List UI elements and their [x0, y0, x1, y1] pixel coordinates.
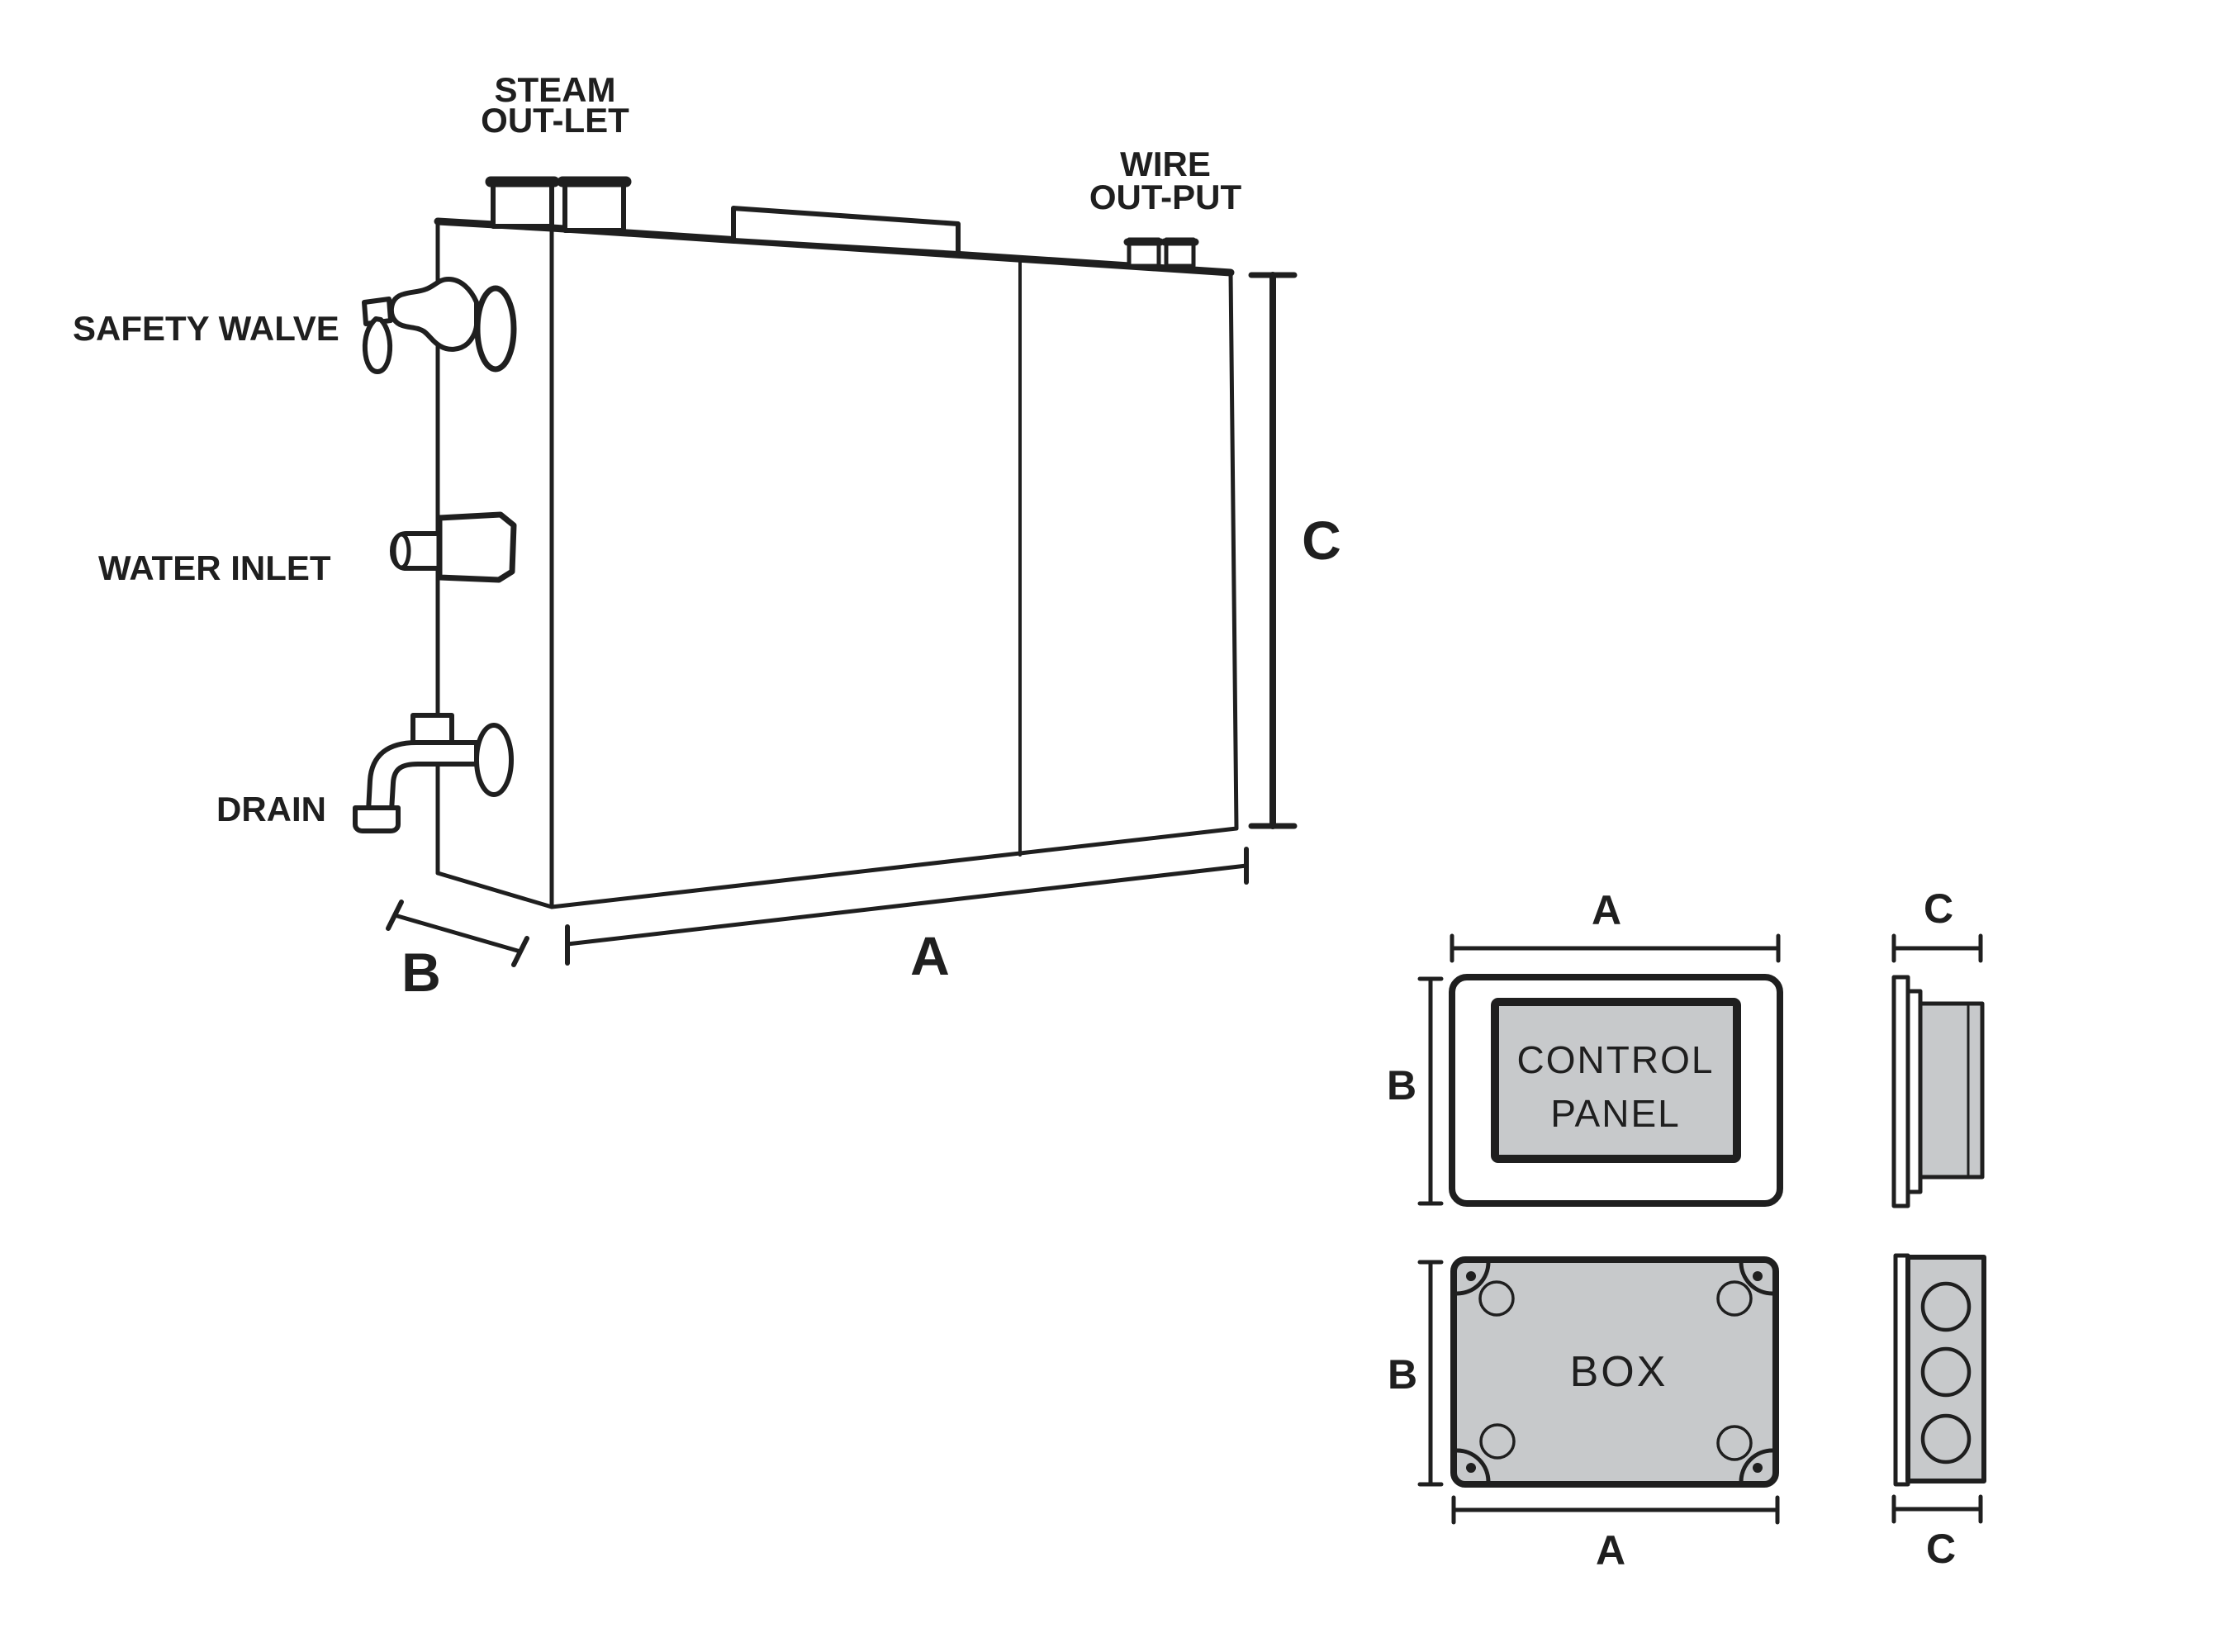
box-dim-a-letter: A [1596, 1527, 1625, 1574]
box-knockout-br [1716, 1425, 1753, 1461]
water-inlet-block [436, 511, 517, 583]
wire-output-label-line2: OUT-PUT [1089, 178, 1242, 216]
boiler-front-face [549, 225, 1239, 909]
steam-outlet-pipes [485, 176, 632, 233]
box-corner-tab-tl [1456, 1261, 1491, 1296]
panel-side-flange-plate [1891, 975, 1910, 1208]
panel-screen [1491, 998, 1741, 1163]
dim-b-left-tick [386, 900, 404, 931]
boiler-dimension-c [1248, 272, 1298, 829]
box-corner-screw-tl [1466, 1271, 1476, 1281]
box-body [1450, 1256, 1779, 1488]
box-knockout-tr [1716, 1280, 1753, 1317]
safety-valve-lever-drop [362, 316, 393, 374]
box-corner-tab-bl [1456, 1448, 1491, 1483]
boiler-3d-view: STEAM OUT-LET WIRE OUT-PUT SAFETY WALVE … [73, 70, 1341, 1003]
water-inlet-pipe-opening [391, 532, 411, 570]
box-corner-screw-br [1753, 1463, 1763, 1473]
drain-flange [474, 723, 514, 797]
boiler-dim-b-letter: B [401, 942, 441, 1003]
box-title: BOX [1570, 1348, 1668, 1396]
boiler-dim-c-letter: C [1302, 510, 1341, 571]
wire-output-stubs [1123, 237, 1199, 268]
water-inlet-label: WATER INLET [98, 548, 331, 587]
safety-valve-label: SAFETY WALVE [73, 309, 339, 348]
water-inlet-fitting [390, 511, 517, 583]
panel-dim-a-letter: A [1592, 887, 1621, 933]
box-corner-screw-tr [1753, 1271, 1763, 1281]
box-corner-tab-br [1739, 1448, 1773, 1483]
drain-fitting [353, 713, 514, 833]
safety-valve-flange [474, 285, 517, 373]
box-side-knockout-bottom [1920, 1413, 1972, 1464]
box-side-knockout-middle [1920, 1346, 1972, 1398]
box-front-view: B BOX A [1388, 1256, 1780, 1574]
safety-valve-body [388, 277, 479, 352]
panel-dim-c-letter: C [1924, 885, 1953, 932]
box-corner-screw-bl [1466, 1463, 1476, 1473]
boiler-dimension-a [565, 847, 1249, 966]
dim-line-b [392, 913, 523, 954]
panel-title-line2: PANEL [1550, 1092, 1680, 1135]
dim-line-a [565, 863, 1249, 947]
safety-valve-lever-block [362, 297, 393, 326]
dim-b-right-tick [511, 936, 529, 967]
panel-title-line1: CONTROL [1517, 1038, 1715, 1081]
control-panel-side-view: C [1891, 885, 1985, 1208]
box-knockout-bl [1479, 1423, 1516, 1460]
steam-outlet-label-line1: STEAM [495, 70, 616, 109]
drain-label: DRAIN [216, 790, 326, 828]
wire-output-label-line1: WIRE [1120, 145, 1211, 183]
steam-outlet-label-line2: OUT-LET [481, 101, 629, 140]
drain-spout-foot [353, 805, 401, 833]
panel-side-body [1918, 1001, 1985, 1180]
safety-valve-fitting [362, 277, 517, 374]
box-knockout-tl [1478, 1280, 1515, 1317]
box-corner-tab-tr [1739, 1261, 1773, 1296]
boiler-dim-a-letter: A [910, 925, 950, 986]
box-side-view: C [1891, 1253, 1986, 1572]
boiler-dimension-b [386, 900, 529, 967]
box-side-knockout-top [1920, 1281, 1972, 1332]
box-dim-c-letter: C [1926, 1526, 1956, 1572]
box-side-body [1905, 1255, 1986, 1483]
box-dim-b-letter: B [1388, 1351, 1417, 1398]
panel-dim-b-letter: B [1387, 1062, 1416, 1108]
control-panel-front-view: A B CONTROL PANEL [1387, 887, 1783, 1207]
top-cover-plate [731, 206, 961, 256]
